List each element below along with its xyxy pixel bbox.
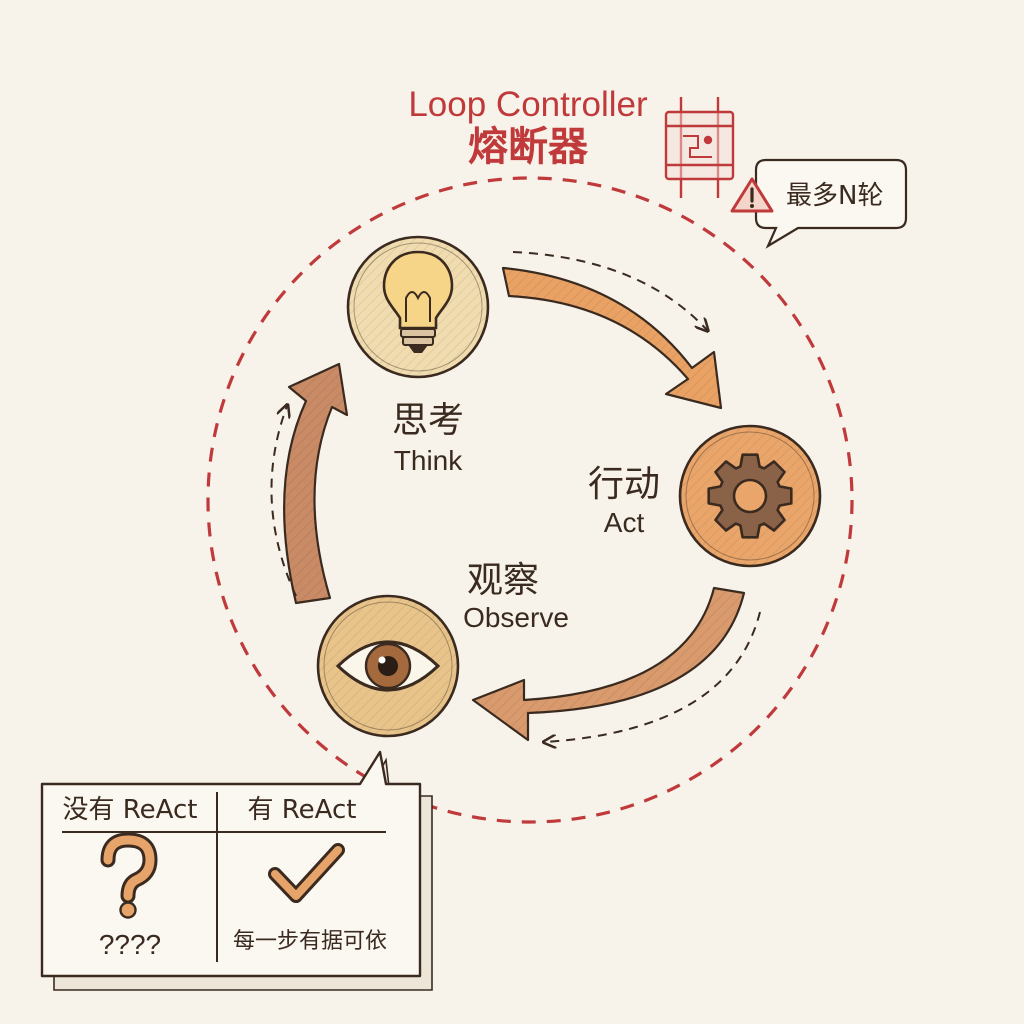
- arrow-act-to-observe: [471, 586, 761, 742]
- arrow-observe-to-think: [270, 362, 349, 605]
- without-react-header: 没有 ReAct: [63, 795, 198, 825]
- think-label-en: Think: [394, 445, 463, 476]
- warning-icon: [730, 177, 774, 213]
- fuse-icon: [664, 97, 735, 198]
- without-react-caption: ????: [99, 929, 161, 960]
- think-node: [346, 235, 490, 379]
- act-label-zh: 行动: [588, 464, 660, 505]
- think-label-zh: 思考: [392, 400, 464, 441]
- limit-bubble: 最多N轮: [730, 158, 908, 249]
- question-mark-icon: [100, 832, 158, 919]
- comparison-callout: 没有 ReAct 有 ReAct ???? 每一步有据可依: [40, 750, 433, 991]
- loop-boundary: [206, 176, 854, 824]
- eye-icon: [335, 640, 441, 692]
- act-label-en: Act: [604, 507, 645, 538]
- with-react-caption: 每一步有据可依: [233, 929, 387, 954]
- dashed-flow-act-observe: [545, 611, 761, 742]
- callout-body: [40, 750, 422, 978]
- with-react-header: 有 ReAct: [248, 795, 357, 825]
- dashed-flow-think-act: [512, 251, 707, 330]
- observe-label-zh: 观察: [467, 560, 539, 601]
- gear-icon: [707, 453, 793, 539]
- dashed-flow-observe-think: [270, 406, 297, 597]
- act-node: [678, 424, 822, 568]
- limit-label: 最多N轮: [786, 181, 883, 211]
- arrow-think-to-act: [501, 251, 723, 410]
- controller-title-zh: 熔断器: [468, 124, 589, 170]
- observe-label-en: Observe: [463, 602, 569, 633]
- lightbulb-icon: [382, 250, 454, 353]
- controller-title: Loop Controller 熔断器: [408, 85, 648, 170]
- observe-node: [316, 594, 460, 738]
- checkmark-icon: [268, 843, 345, 903]
- controller-title-en: Loop Controller: [408, 85, 648, 124]
